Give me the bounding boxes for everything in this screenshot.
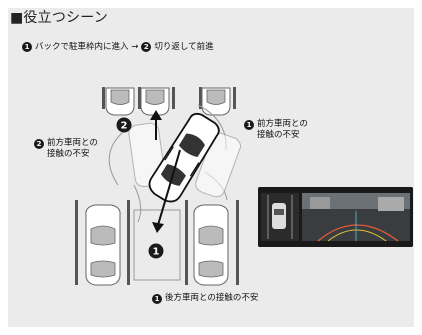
- top-left-car: [105, 87, 135, 116]
- marker-2-label: 2: [121, 121, 128, 132]
- scene-subtitle: 1 バックで駐車枠内に進入 → 2 切り返して前進: [22, 42, 214, 52]
- step-1-text: バックで駐車枠内に進入 →: [35, 42, 139, 52]
- camera-view-image: [258, 187, 413, 247]
- left-callout-line2: 接触の不安: [47, 149, 90, 159]
- bottom-right-car: [193, 204, 229, 286]
- step-1-badge: 1: [22, 42, 32, 52]
- marker-1: 1: [148, 243, 164, 259]
- reverse-arrow: [157, 149, 181, 226]
- right-callout-badge: 1: [244, 119, 254, 130]
- page-title: ■役立つシーン: [10, 10, 108, 26]
- left-callout: 2 前方車両との 接触の不安: [34, 138, 98, 160]
- marker-2: 2: [116, 117, 132, 133]
- camera-monitor-screen: [258, 187, 413, 247]
- left-callout-line1: 前方車両との: [47, 138, 98, 148]
- bottom-caption-badge: 1: [152, 293, 162, 304]
- top-center-car: [140, 87, 170, 116]
- step-2-text: 切り返して前進: [154, 42, 214, 52]
- target-parking-slot: [133, 209, 181, 281]
- marker-1-label: 1: [153, 247, 160, 258]
- step-2-badge: 2: [141, 42, 152, 52]
- left-callout-badge: 2: [34, 138, 44, 149]
- bottom-left-car: [85, 204, 121, 286]
- bottom-caption-text: 後方車両との接触の不安: [165, 293, 259, 303]
- forward-arrow: [150, 110, 162, 140]
- bottom-parking-lines: [75, 200, 239, 285]
- right-callout-line1: 前方車両との: [257, 119, 308, 129]
- right-callout-line2: 接触の不安: [257, 130, 300, 140]
- bottom-caption: 1 後方車両との接触の不安: [152, 293, 258, 304]
- right-callout: 1 前方車両との 接触の不安: [244, 119, 308, 141]
- reverse-arrowhead: [152, 222, 164, 233]
- top-parking-lines: [102, 87, 236, 109]
- top-right-car: [201, 87, 231, 116]
